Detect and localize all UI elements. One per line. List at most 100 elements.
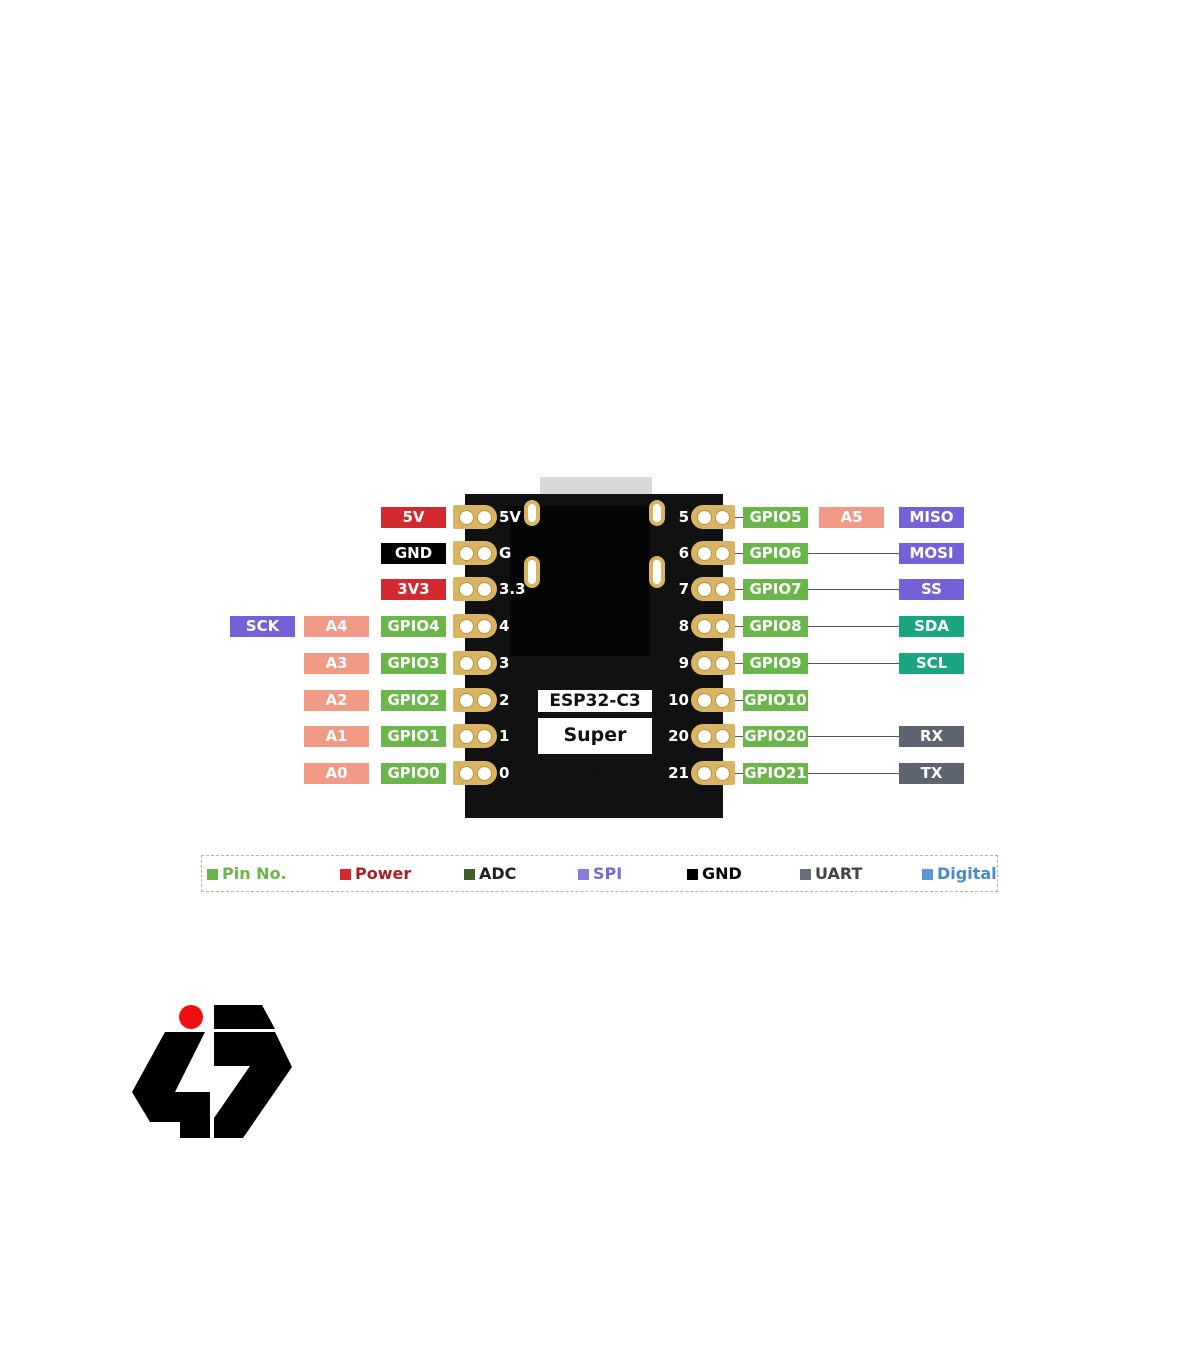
- function-label: SCK: [230, 616, 295, 637]
- function-label: MISO: [899, 507, 964, 528]
- pin-hole: [714, 655, 730, 671]
- pin-number-label: 20: [668, 727, 689, 745]
- pin-hole: [458, 618, 474, 634]
- pin-hole: [696, 545, 712, 561]
- pin-hole: [714, 509, 730, 525]
- pin-pad: [691, 724, 735, 748]
- connector-line: [808, 736, 899, 737]
- pin-hole: [476, 618, 492, 634]
- board-subtitle: Super Mini: [538, 718, 652, 780]
- pin-pad: [691, 651, 735, 675]
- connector-line: [735, 736, 743, 737]
- mount-hole: [524, 556, 540, 588]
- legend-swatch: [464, 868, 475, 880]
- board-title: ESP32-C3: [538, 690, 652, 712]
- adc-label: A2: [304, 690, 369, 711]
- connector-line: [735, 553, 743, 554]
- pin-number-label: 5V: [499, 508, 522, 526]
- pin-number-label: 0: [499, 764, 510, 782]
- pin-label-gpio4: GPIO4: [381, 616, 446, 637]
- legend-label: Digital: [937, 864, 997, 883]
- pin-hole: [458, 545, 474, 561]
- legend-label: UART: [815, 864, 863, 883]
- pin-pad: [453, 651, 497, 675]
- pin-label-5v: 5V: [381, 507, 446, 528]
- pin-pad: [453, 761, 497, 785]
- pin-number-label: 3: [499, 654, 510, 672]
- pin-hole: [476, 581, 492, 597]
- pin-pad: [453, 688, 497, 712]
- legend-label: ADC: [479, 864, 517, 883]
- pin-hole: [458, 655, 474, 671]
- pin-label-gpio8: GPIO8: [743, 616, 808, 637]
- pin-hole: [714, 692, 730, 708]
- pin-pad: [453, 724, 497, 748]
- pin-hole: [476, 765, 492, 781]
- pin-pad: [453, 577, 497, 601]
- legend-box: [201, 855, 998, 892]
- pin-hole: [696, 581, 712, 597]
- pin-label-gpio10: GPIO10: [743, 690, 808, 711]
- pin-number-label: 8: [678, 617, 689, 635]
- pin-hole: [458, 581, 474, 597]
- connector-line: [808, 663, 899, 664]
- pin-hole: [714, 765, 730, 781]
- connector-line: [735, 589, 743, 590]
- brand-logo: [132, 1005, 292, 1138]
- function-label: SCL: [899, 653, 964, 674]
- pin-hole: [696, 509, 712, 525]
- legend-item: Digital: [922, 864, 997, 884]
- pin-number-label: 10: [668, 691, 689, 709]
- function-label: RX: [899, 726, 964, 747]
- pin-number-label: G: [499, 544, 512, 562]
- pin-hole: [458, 692, 474, 708]
- legend-label: SPI: [593, 864, 623, 883]
- pin-hole: [714, 728, 730, 744]
- pin-hole: [476, 728, 492, 744]
- pin-number-label: 4: [499, 617, 510, 635]
- connector-line: [808, 589, 899, 590]
- pin-number-label: 1: [499, 727, 510, 745]
- pin-pad: [691, 541, 735, 565]
- legend-label: GND: [702, 864, 742, 883]
- pin-pad: [691, 688, 735, 712]
- pin-hole: [696, 692, 712, 708]
- pin-label-gpio21: GPIO21: [743, 763, 808, 784]
- pin-label-gpio1: GPIO1: [381, 726, 446, 747]
- pin-label-gpio6: GPIO6: [743, 543, 808, 564]
- logo-red-dot: [179, 1005, 203, 1029]
- adc-label: A1: [304, 726, 369, 747]
- legend-swatch: [207, 868, 218, 880]
- pin-hole: [476, 655, 492, 671]
- pin-label-gpio3: GPIO3: [381, 653, 446, 674]
- pin-hole: [476, 545, 492, 561]
- pin-number-label: 5: [678, 508, 689, 526]
- pin-label-gpio7: GPIO7: [743, 579, 808, 600]
- pin-hole: [696, 765, 712, 781]
- connector-line: [735, 517, 743, 518]
- legend-item: SPI: [578, 864, 622, 884]
- pin-hole: [714, 618, 730, 634]
- connector-line: [735, 700, 743, 701]
- mount-hole: [649, 500, 665, 526]
- legend-swatch: [340, 868, 351, 880]
- pin-hole: [714, 545, 730, 561]
- connector-line: [808, 553, 899, 554]
- function-label: MOSI: [899, 543, 964, 564]
- pin-pad: [691, 577, 735, 601]
- function-label: TX: [899, 763, 964, 784]
- pin-number-label: 6: [678, 544, 689, 562]
- adc-label: A4: [304, 616, 369, 637]
- usb-connector: [540, 477, 652, 495]
- pin-label-gpio9: GPIO9: [743, 653, 808, 674]
- adc-label: A0: [304, 763, 369, 784]
- pin-hole: [458, 765, 474, 781]
- logo-top-block: [214, 1005, 275, 1029]
- legend-label: Power: [355, 864, 412, 883]
- adc-label: A5: [819, 507, 884, 528]
- pin-label-3v3: 3V3: [381, 579, 446, 600]
- pin-number-label: 7: [678, 580, 689, 598]
- connector-line: [735, 773, 743, 774]
- pin-pad: [691, 761, 735, 785]
- pin-label-gpio20: GPIO20: [743, 726, 808, 747]
